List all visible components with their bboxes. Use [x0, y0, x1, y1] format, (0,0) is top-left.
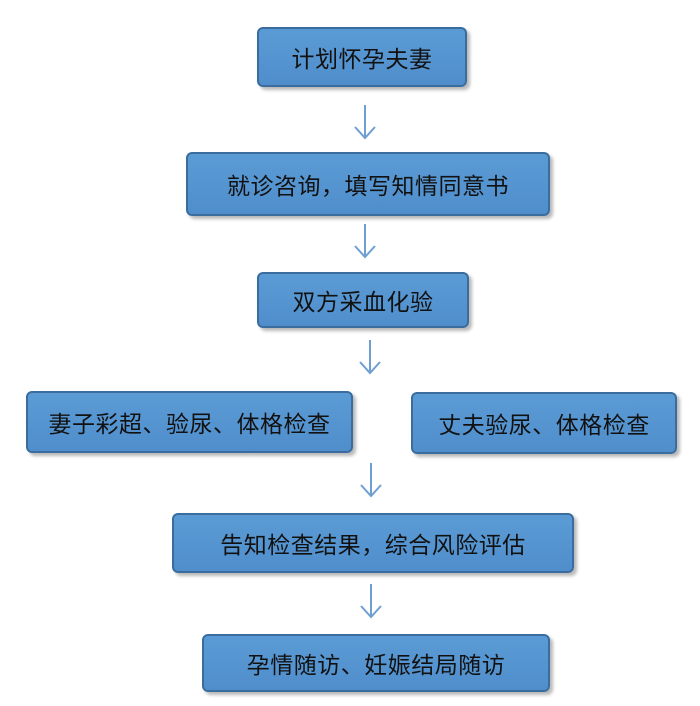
step-wife-exam: 妻子彩超、验尿、体格检查: [26, 391, 353, 453]
arrow-down-icon: [354, 224, 376, 259]
step-consultation: 就诊咨询，填写知情同意书: [186, 152, 550, 216]
arrow-down-icon: [360, 584, 382, 619]
step-results-risk-assessment: 告知检查结果，综合风险评估: [172, 513, 574, 573]
step-planning-couple: 计划怀孕夫妻: [257, 27, 467, 87]
arrow-down-icon: [359, 340, 381, 375]
step-pregnancy-followup: 孕情随访、妊娠结局随访: [202, 634, 550, 692]
arrow-down-icon: [360, 463, 382, 498]
arrow-down-icon: [354, 105, 376, 140]
step-husband-exam: 丈夫验尿、体格检查: [411, 392, 677, 454]
step-blood-test: 双方采血化验: [257, 272, 469, 328]
